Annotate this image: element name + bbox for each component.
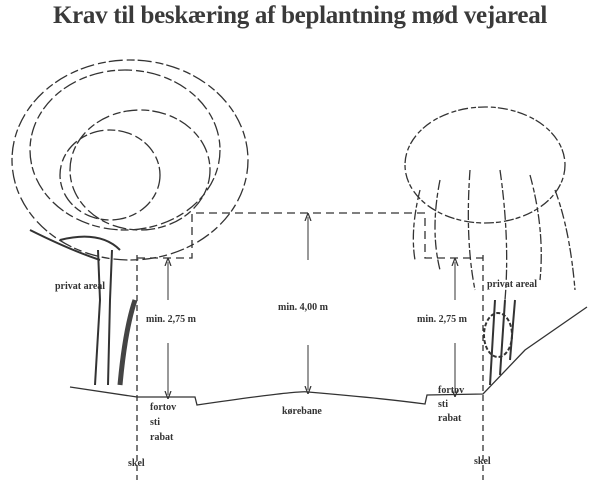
private-area-right-label: privat areal xyxy=(487,279,537,290)
clearance-profile xyxy=(137,212,483,259)
left-tree-canopy xyxy=(11,59,249,261)
boundary-right-label: skel xyxy=(474,456,491,467)
private-area-left-label: privat areal xyxy=(55,281,105,292)
sidewalk-right-label-2: sti xyxy=(438,399,448,410)
left-tree-trunk xyxy=(29,229,138,386)
sidewalk-right-label-3: rabat xyxy=(438,413,462,424)
roadway-label: kørebane xyxy=(282,406,322,417)
right-tree-trunk xyxy=(483,299,516,386)
clearance-center-label: min. 4,00 m xyxy=(278,302,329,313)
right-tree-canopy xyxy=(404,106,576,301)
sidewalk-left-label-3: rabat xyxy=(150,432,174,443)
clearance-right-label: min. 2,75 m xyxy=(417,314,468,325)
diagram-title: Krav til beskæring af beplantning mød ve… xyxy=(52,2,548,29)
sidewalk-left-label-2: sti xyxy=(150,417,160,428)
sidewalk-left-label-1: fortov xyxy=(150,402,176,413)
clearance-left-label: min. 2,75 m xyxy=(146,314,197,325)
boundary-left-label: skel xyxy=(128,458,145,469)
clearance-arrows xyxy=(168,217,455,395)
sidewalk-right-label-1: fortov xyxy=(438,385,464,396)
